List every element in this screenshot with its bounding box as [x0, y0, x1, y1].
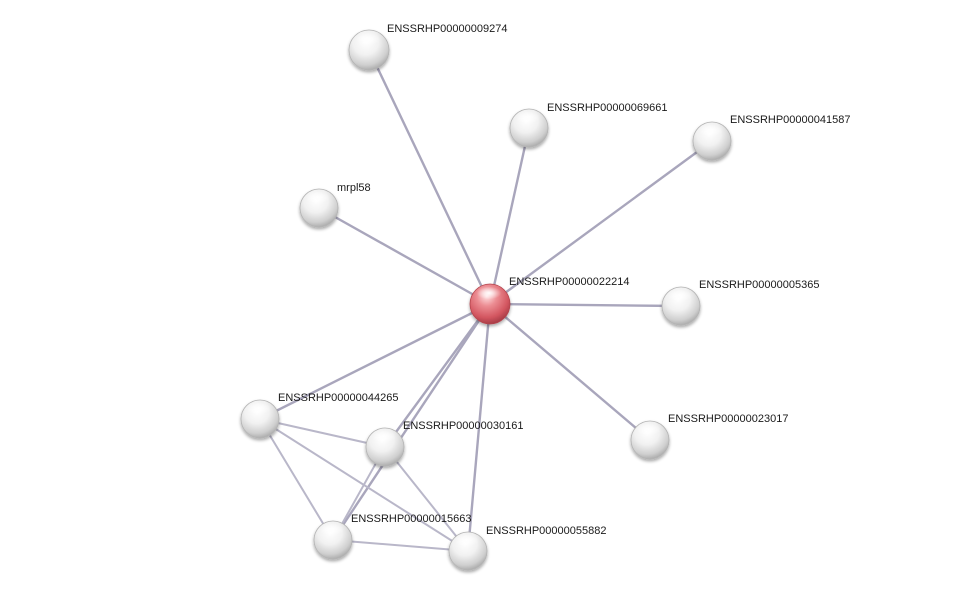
edge-center-n5365	[488, 302, 683, 308]
node-n55882[interactable]: ENSSRHP00000055882	[448, 525, 606, 571]
node-highlight	[637, 423, 661, 436]
node-n44265[interactable]: ENSSRHP00000044265	[240, 392, 398, 439]
edge-center-n41587	[488, 139, 714, 306]
node-label: ENSSRHP00000022214	[509, 276, 629, 288]
node-highlight	[320, 523, 344, 536]
node-n15663[interactable]: ENSSRHP00000015663	[313, 513, 471, 560]
node-highlight	[247, 402, 271, 415]
edge-center-n15663	[331, 302, 492, 542]
node-n9274[interactable]: ENSSRHP00000009274	[348, 23, 507, 71]
edge-center-n9274	[367, 48, 492, 306]
node-n30161[interactable]: ENSSRHP00000030161	[365, 420, 523, 467]
node-n23017[interactable]: ENSSRHP00000023017	[630, 413, 788, 460]
edge-n44265-n30161	[259, 418, 386, 448]
nodes-layer: ENSSRHP00000022214 ENSSRHP00000009274ENSS…	[240, 23, 850, 571]
edge-center-n55882	[466, 302, 492, 553]
edge-n30161-n55882	[384, 446, 469, 552]
node-label: ENSSRHP00000015663	[351, 513, 471, 525]
node-n5365[interactable]: ENSSRHP00000005365	[661, 279, 819, 326]
node-label: mrpl58	[337, 182, 371, 194]
node-highlight	[699, 124, 723, 137]
node-n69661[interactable]: ENSSRHP00000069661	[509, 102, 667, 148]
edge-center-n30161	[383, 302, 492, 449]
node-highlight	[372, 430, 396, 443]
node-label: ENSSRHP00000044265	[278, 392, 398, 404]
node-label: ENSSRHP00000069661	[547, 102, 667, 114]
node-highlight	[516, 111, 540, 124]
node-label: ENSSRHP00000009274	[387, 23, 507, 35]
node-label: ENSSRHP00000023017	[668, 413, 788, 425]
node-label: ENSSRHP00000041587	[730, 114, 850, 126]
edge-center-n69661	[488, 126, 531, 306]
edge-center-mrpl58	[317, 206, 492, 306]
edges-layer	[258, 48, 714, 553]
edge-n44265-n55882	[259, 418, 469, 552]
node-n41587[interactable]: ENSSRHP00000041587	[692, 114, 850, 161]
edge-n44265-n15663	[259, 418, 334, 541]
node-highlight	[668, 289, 692, 302]
edge-center-n44265	[258, 302, 492, 421]
edge-center-n23017	[488, 302, 652, 442]
node-highlight	[476, 286, 502, 300]
node-label: ENSSRHP00000030161	[403, 420, 523, 432]
node-label: ENSSRHP00000005365	[699, 279, 819, 291]
node-highlight	[306, 191, 330, 204]
edge-n15663-n55882	[332, 539, 469, 552]
node-label: ENSSRHP00000055882	[486, 525, 606, 537]
node-mrpl58[interactable]: mrpl58	[299, 182, 371, 228]
query-node[interactable]: ENSSRHP00000022214	[469, 276, 629, 325]
node-highlight	[455, 534, 479, 547]
node-highlight	[355, 32, 381, 46]
